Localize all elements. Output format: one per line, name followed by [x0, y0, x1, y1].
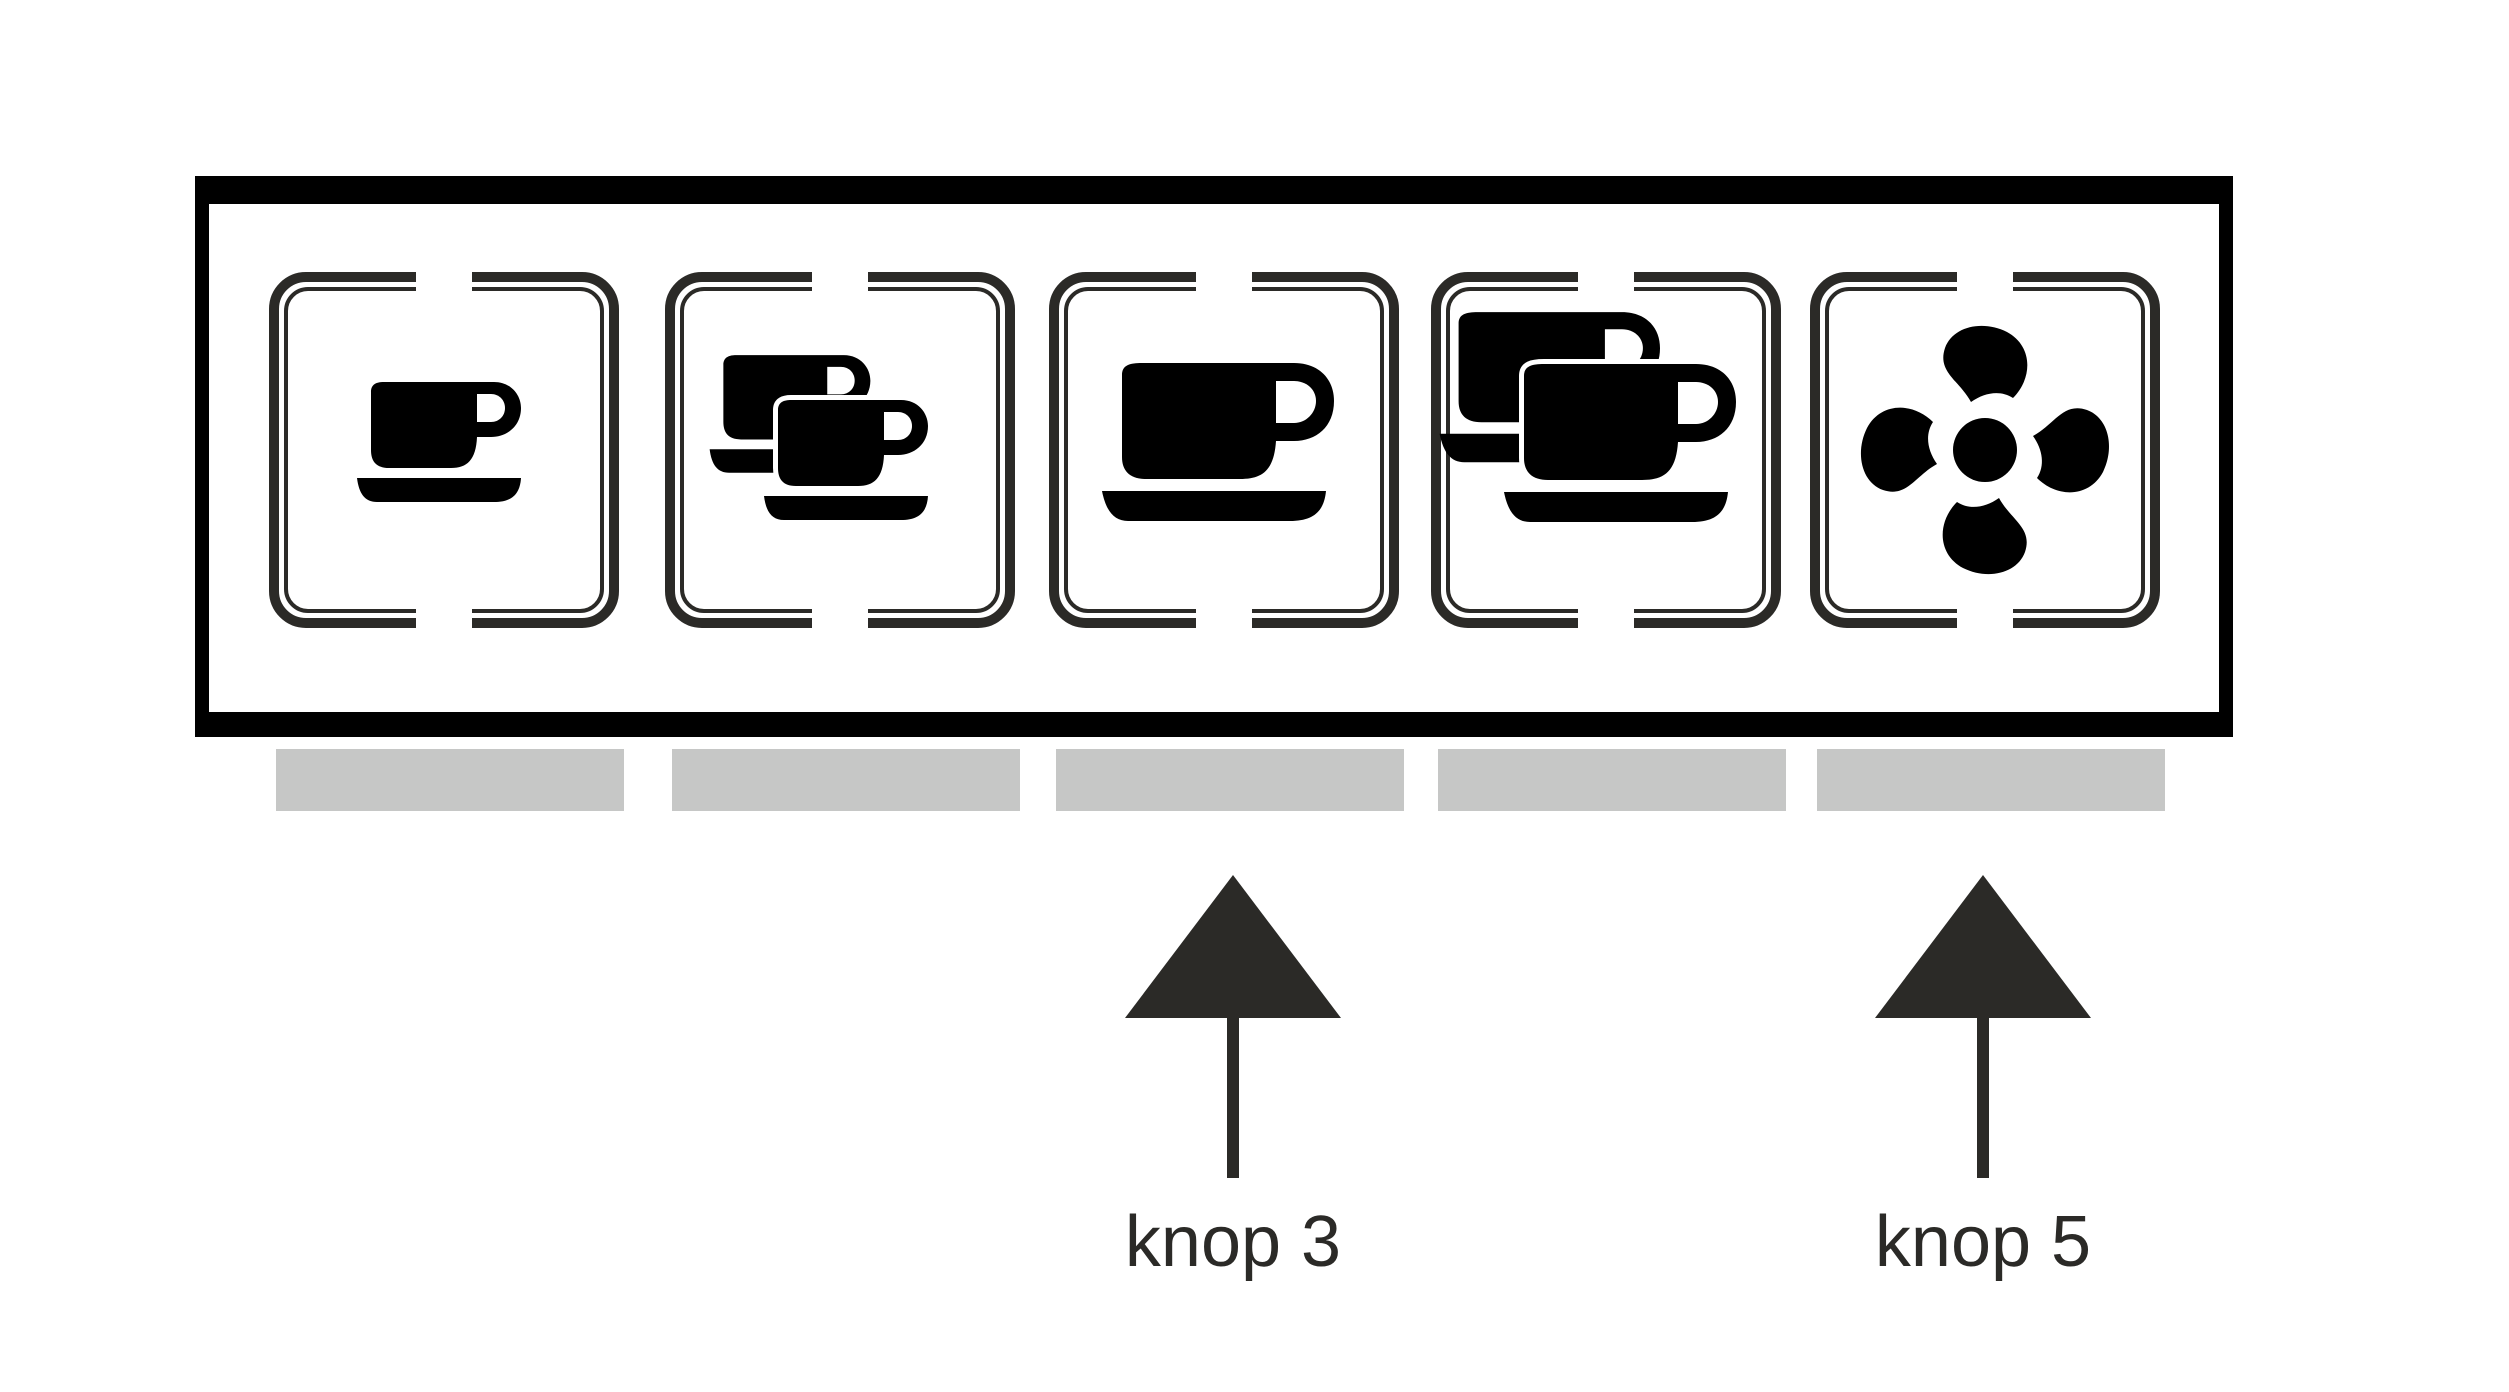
callout-arrowhead: [1125, 875, 1341, 1018]
two-large-cups-icon: [1439, 312, 1736, 522]
panel-button-2[interactable]: [665, 267, 1015, 633]
indicator-bar-2: [672, 749, 1020, 811]
indicator-bar-1: [276, 749, 624, 811]
single-cup-icon: [357, 382, 521, 502]
callout-label: knop 3: [1125, 1202, 1341, 1282]
large-cup-icon: [1102, 363, 1334, 521]
indicator-bar-4: [1438, 749, 1786, 811]
panel-button-3[interactable]: [1049, 267, 1399, 633]
panel-button-1[interactable]: [269, 267, 619, 633]
callout-label: knop 5: [1875, 1202, 2091, 1282]
callout-arrowhead: [1875, 875, 2091, 1018]
panel-button-5[interactable]: [1810, 267, 2160, 633]
indicator-bar-5: [1817, 749, 2165, 811]
panel-button-4[interactable]: [1431, 267, 1781, 633]
callout-knop-5: knop 5: [1875, 875, 2091, 1282]
fan-icon: [1860, 325, 2110, 575]
indicator-bar-3: [1056, 749, 1404, 811]
callout-knop-3: knop 3: [1125, 875, 1341, 1282]
two-cups-icon: [709, 355, 928, 520]
